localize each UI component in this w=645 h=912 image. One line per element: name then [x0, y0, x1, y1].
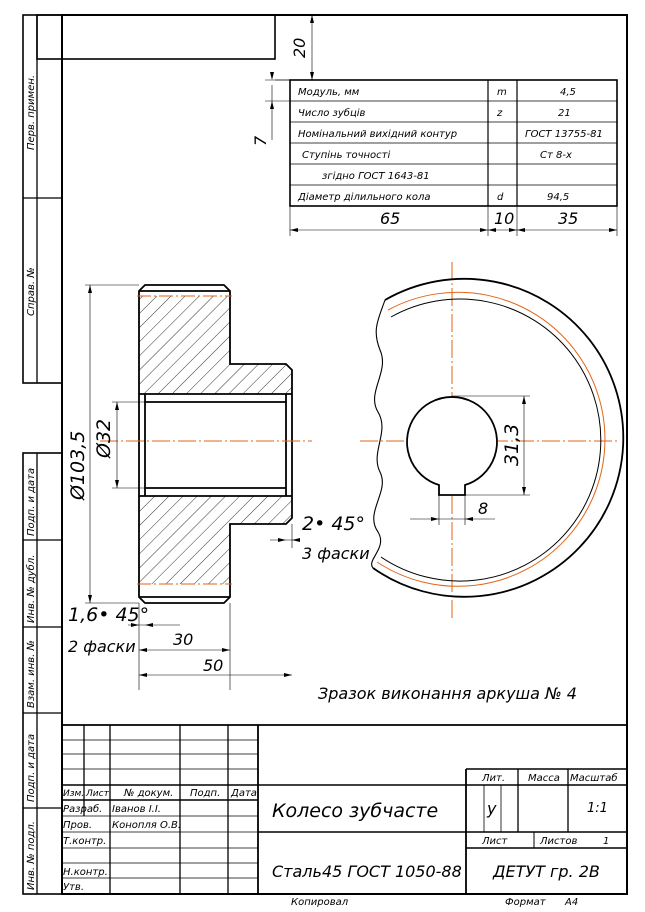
title-block: [62, 724, 627, 894]
side-label-inv-podl: Инв. № подл.: [26, 821, 37, 890]
sheet-caption: Зразок виконання аркуша № 4: [318, 684, 577, 703]
list-label: Лист: [481, 836, 509, 847]
side-label-podp-data-1: Подп. и дата: [26, 468, 37, 536]
col-podp: Подп.: [190, 788, 220, 799]
param-symbol-diameter: d: [497, 192, 504, 203]
row-prov: Пров.: [63, 820, 92, 831]
listov-label: Листов: [539, 836, 577, 847]
dim-10: 10: [494, 209, 514, 228]
dim-50: 50: [203, 656, 223, 675]
section-view: [100, 284, 312, 604]
format-value: А4: [564, 897, 578, 908]
front-view: [360, 262, 625, 620]
chamfer-1-note: 2 фаски: [68, 637, 136, 656]
param-name-accuracy: Ступінь точності: [302, 149, 390, 161]
col-list: Лист: [85, 789, 110, 799]
front-dimension-text: 31,3 8: [478, 424, 523, 518]
format-label: Формат: [505, 897, 547, 908]
prov-name: Конопля О.В.: [112, 820, 181, 831]
section-dimensions: [85, 284, 300, 690]
dim-65: 65: [380, 209, 400, 228]
param-symbol-teeth: z: [496, 108, 503, 119]
param-name-contour: Номінальний вихідний контур: [298, 128, 457, 140]
row-nkontr: Н.контр.: [63, 867, 108, 878]
sheet-frame: [22, 14, 628, 895]
chamfer-2-note: 3 фаски: [302, 544, 370, 563]
row-tkontr: Т.контр.: [63, 836, 106, 847]
params-table-arrows: [270, 15, 617, 232]
front-dimension-arrows: [431, 396, 526, 521]
params-table: [265, 14, 618, 236]
param-value-contour: ГОСТ 13755-81: [525, 129, 603, 140]
material: Сталь45 ГОСТ 1050-88: [272, 862, 462, 881]
lit-label: Лит.: [481, 773, 505, 784]
drawing-title: Колесо зубчасте: [272, 800, 438, 822]
dim-35: 35: [558, 209, 578, 228]
masshtab-value: 1:1: [587, 801, 608, 816]
param-value-accuracy: Ст 8-х: [540, 150, 572, 161]
dim-20: 20: [290, 38, 309, 58]
front-dimensions: [410, 395, 530, 525]
section-dimension-arrows: [88, 285, 300, 677]
side-label-sprav-no: Справ. №: [26, 267, 37, 316]
dim-outer-diameter: Ø103,5: [67, 431, 89, 501]
col-dokum: № докум.: [123, 788, 173, 799]
dim-7: 7: [251, 135, 270, 146]
razrab-name: Іванов І.І.: [112, 804, 161, 815]
side-stamp: Перв. примен. Справ. № Подп. и дата Инв.…: [25, 75, 37, 890]
side-label-inv-dubl: Инв. № дубл.: [25, 555, 37, 623]
param-symbol-module: m: [497, 87, 507, 98]
listov-value: 1: [603, 836, 609, 847]
param-name-standard: згідно ГОСТ 1643-81: [322, 170, 430, 182]
lit-value: у: [486, 799, 497, 818]
dim-keyway-width: 8: [478, 499, 488, 518]
param-value-diameter: 94,5: [547, 192, 569, 203]
params-table-text: Модуль, мм m 4,5 Число зубців z 21 Номін…: [251, 38, 603, 228]
massa-label: Масса: [528, 773, 560, 784]
organization: ДЕТУТ гр. 2В: [492, 862, 600, 881]
row-razrab: Разраб.: [63, 803, 102, 815]
section-dimension-text: Ø103,5 Ø32 1,6• 45° 2 фаски 2• 45° 3 фас…: [67, 419, 370, 675]
side-label-vzam-inv: Взам. инв. №: [26, 640, 37, 708]
col-data: Дата: [230, 788, 257, 799]
dim-30: 30: [173, 630, 193, 649]
chamfer-2-label: 2• 45°: [302, 513, 365, 535]
title-block-text: Изм. Лист № докум. Подп. Дата Разраб. Ів…: [63, 772, 618, 908]
chamfer-1-label: 1,6• 45°: [68, 604, 149, 626]
masshtab-label: Масштаб: [570, 772, 618, 784]
side-label-podp-data-2: Подп. и дата: [26, 734, 37, 802]
col-izm: Изм.: [63, 789, 84, 799]
param-name-diameter: Діаметр ділильного кола: [297, 191, 431, 203]
kopiroval-label: Копировал: [291, 897, 349, 908]
param-name-teeth: Число зубців: [298, 107, 366, 119]
param-name-module: Модуль, мм: [298, 87, 360, 98]
row-utv: Утв.: [63, 882, 84, 893]
param-value-teeth: 21: [558, 108, 571, 119]
dim-bore-diameter: Ø32: [93, 419, 115, 459]
side-label-perv-primen: Перв. примен.: [26, 75, 37, 150]
param-value-module: 4,5: [560, 87, 576, 98]
dim-keyway-depth: 31,3: [501, 424, 523, 466]
